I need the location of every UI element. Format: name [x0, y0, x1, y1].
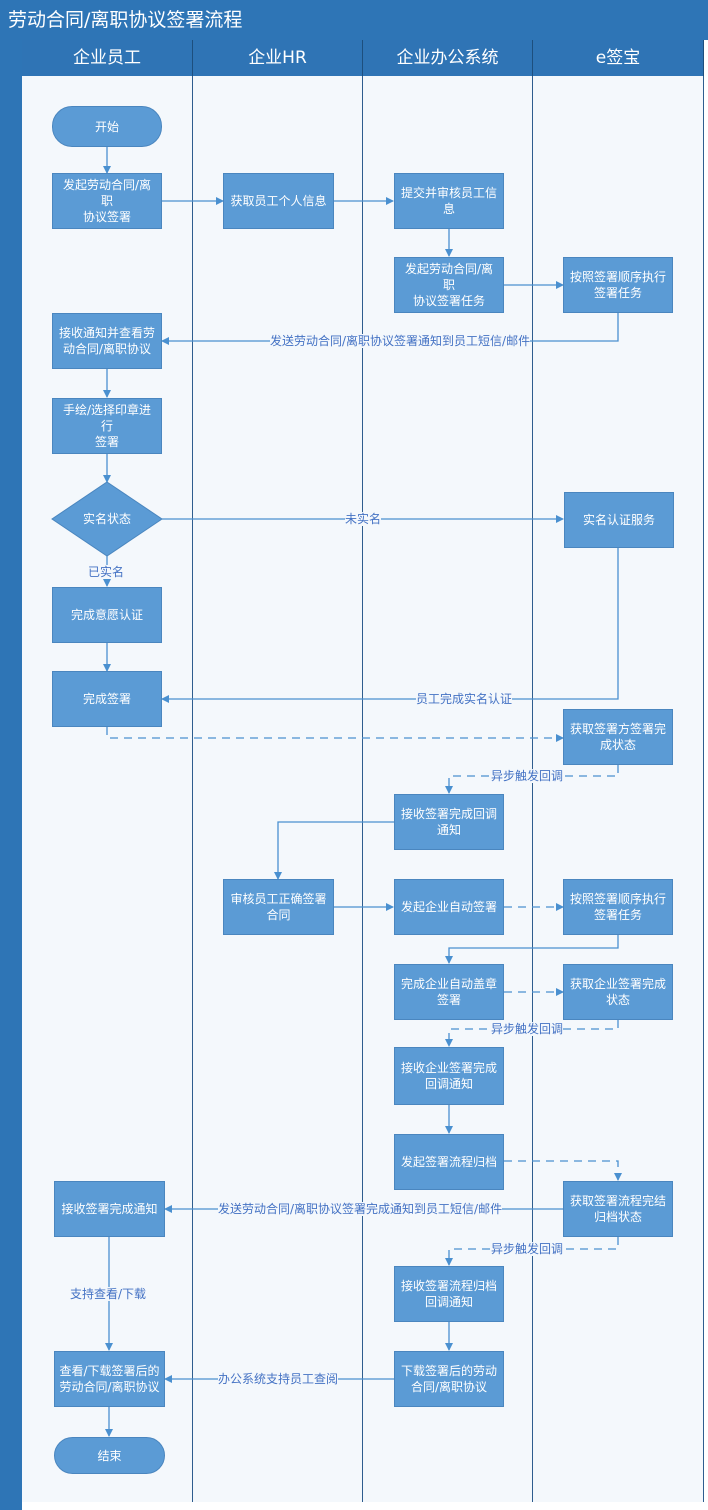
- start-node: 开始: [52, 106, 162, 147]
- edge-label-realname-done: 员工完成实名认证: [416, 692, 513, 706]
- receive-callback-node: 接收签署完成回调 通知: [394, 794, 504, 850]
- lane-hr: [193, 76, 363, 1502]
- get-employee-info-node: 获取员工个人信息: [223, 173, 334, 229]
- left-strip: [0, 40, 22, 1510]
- realname-status-decision: 实名状态: [82, 512, 131, 526]
- edge-label-async-1: 异步触发回调: [491, 769, 564, 783]
- edge-label-async-2: 异步触发回调: [491, 1022, 564, 1036]
- edge-label-not-verified: 未实名: [345, 512, 382, 526]
- hr-review-node: 审核员工正确签署 合同: [223, 879, 334, 935]
- page-title: 劳动合同/离职协议签署流程: [0, 0, 708, 40]
- lane-header-esign: e签宝: [533, 40, 704, 76]
- create-sign-task-node: 发起劳动合同/离职 协议签署任务: [394, 257, 504, 313]
- receive-archive-callback-node: 接收签署流程归档 回调通知: [394, 1266, 504, 1322]
- archive-node: 发起签署流程归档: [394, 1134, 504, 1190]
- edge-label-verified: 已实名: [88, 565, 125, 579]
- download-signed-node: 下载签署后的劳动 合同/离职协议: [394, 1351, 504, 1407]
- realname-service-node: 实名认证服务: [564, 492, 674, 548]
- initiate-sign-node: 发起劳动合同/离职 协议签署: [52, 173, 162, 229]
- receive-done-notice-node: 接收签署完成通知: [54, 1181, 165, 1237]
- execute-sign-task-2-node: 按照签署顺序执行 签署任务: [563, 879, 673, 935]
- receive-notice-node: 接收通知并查看劳 动合同/离职协议: [52, 313, 162, 369]
- get-corp-status-node: 获取企业签署完成 状态: [563, 964, 673, 1020]
- complete-sign-node: 完成签署: [52, 671, 162, 727]
- edge-label-send-done: 发送劳动合同/离职协议签署完成通知到员工短信/邮件: [218, 1202, 503, 1216]
- get-archive-status-node: 获取签署流程完结 归档状态: [563, 1181, 673, 1237]
- willingness-auth-node: 完成意愿认证: [52, 587, 162, 643]
- receive-corp-callback-node: 接收企业签署完成 回调通知: [394, 1047, 504, 1105]
- end-node: 结束: [54, 1437, 165, 1474]
- lane-header-office-system: 企业办公系统: [363, 40, 533, 76]
- lane-header-hr: 企业HR: [193, 40, 363, 76]
- lane-header-employee: 企业员工: [22, 40, 193, 76]
- edge-label-async-3: 异步触发回调: [491, 1242, 564, 1256]
- execute-sign-task-node: 按照签署顺序执行 签署任务: [563, 257, 673, 313]
- auto-sign-node: 发起企业自动签署: [394, 879, 504, 935]
- get-signer-status-node: 获取签署方签署完 成状态: [563, 709, 673, 765]
- view-download-node: 查看/下载签署后的 劳动合同/离职协议: [54, 1351, 165, 1407]
- edge-label-send-notice: 发送劳动合同/离职协议签署通知到员工短信/邮件: [270, 334, 531, 348]
- draw-seal-sign-node: 手绘/选择印章进行 签署: [52, 398, 162, 454]
- edge-label-office-query: 办公系统支持员工查阅: [218, 1372, 339, 1386]
- auto-seal-done-node: 完成企业自动盖章 签署: [394, 964, 504, 1020]
- edge-label-support-view: 支持查看/下载: [70, 1287, 147, 1301]
- submit-review-node: 提交并审核员工信 息: [394, 173, 504, 229]
